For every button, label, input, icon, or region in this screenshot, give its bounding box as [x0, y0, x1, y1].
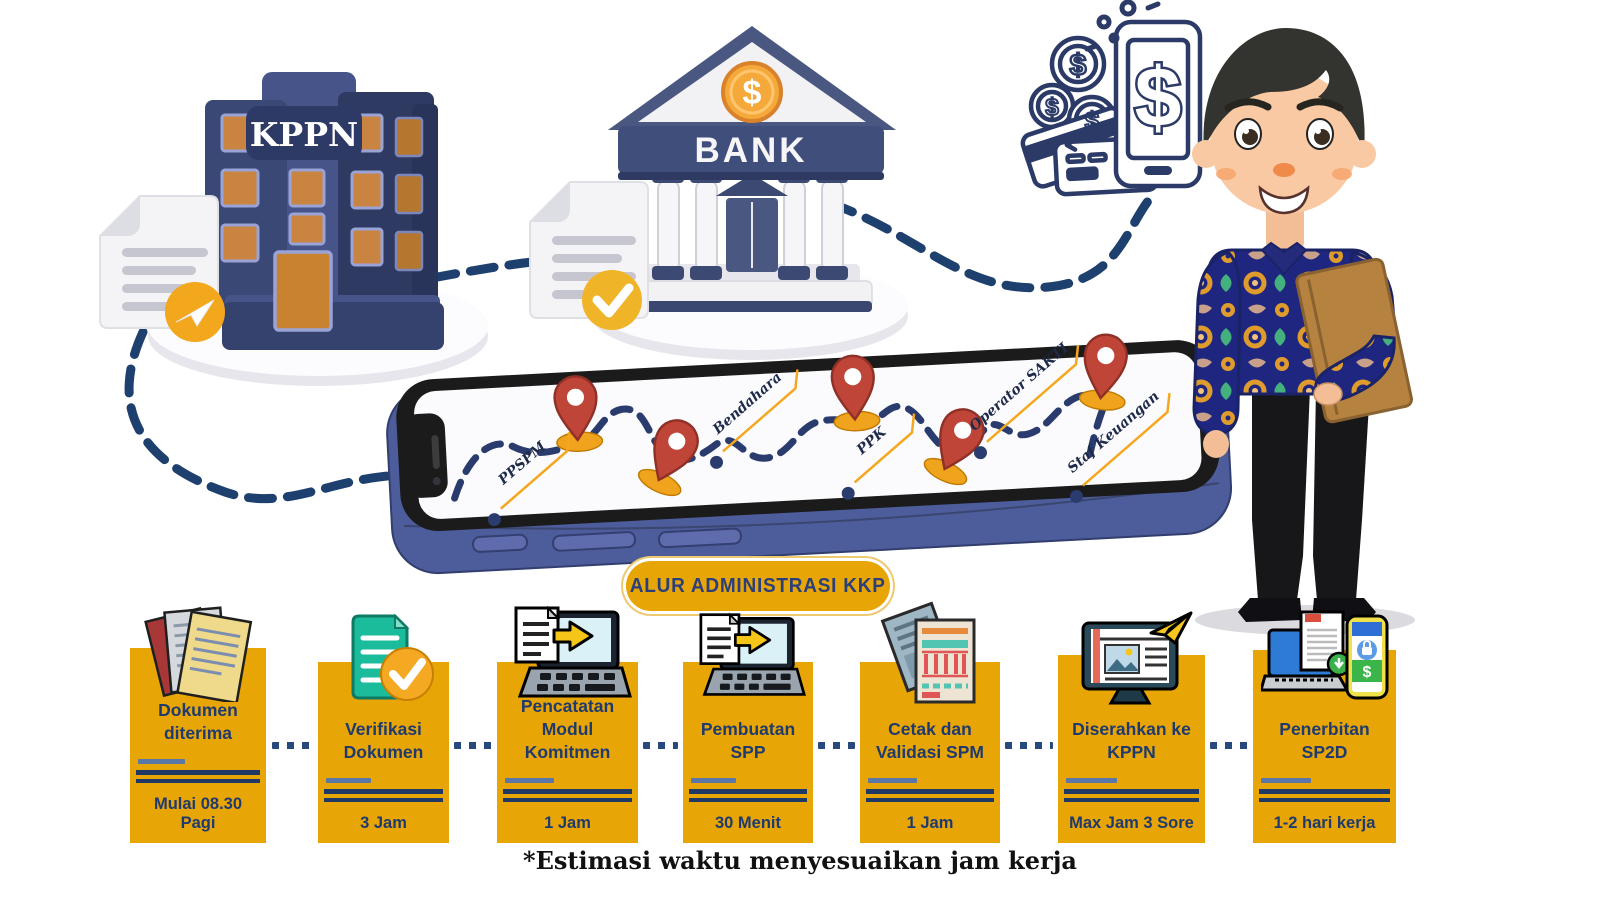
divider-line: [1064, 798, 1199, 802]
divider-line: [866, 798, 994, 802]
step-time: 30 Menit: [714, 814, 782, 832]
check-badge: [582, 270, 642, 330]
paper-plane-icon: [1149, 611, 1192, 645]
route-dashed-path: [451, 390, 1114, 502]
step-card-1: Dokumen diterima Mulai 08.30 Pagi: [130, 606, 266, 843]
step-time: 1 Jam: [906, 814, 954, 832]
divider-accent: [505, 778, 555, 783]
step-card-6: Diserahkan ke KPPN Max Jam 3 Sore: [1058, 611, 1205, 843]
phone-side-buttons: [471, 527, 742, 553]
step-time: Mulai 08.30 Pagi: [153, 795, 243, 832]
phone-notch: [402, 413, 448, 498]
kppn-building: KPPN: [205, 72, 444, 350]
coin-dollar-2: $: [1045, 94, 1059, 121]
step-title: Dokumen diterima: [158, 699, 238, 743]
divider-line: [689, 798, 807, 802]
coin-dollar-3: $: [1085, 106, 1100, 136]
divider-accent: [868, 778, 917, 783]
documents-stack-icon: [138, 602, 258, 707]
check-icon: [592, 283, 634, 318]
divider-line: [503, 798, 632, 802]
divider-line: [503, 789, 632, 794]
route-phone: PPSPM Bendahara PPK Operator SAKTI Staf …: [386, 331, 1233, 575]
divider-accent: [138, 759, 186, 764]
divider-line: [1064, 789, 1199, 794]
footer-note: *Estimasi waktu menyesuaikan jam kerja: [523, 846, 1077, 875]
bank-sign-label: BANK: [694, 131, 807, 170]
sparkle-burst: [1084, 0, 1161, 52]
divider-accent: [1261, 778, 1311, 783]
step-time: 1 Jam: [544, 814, 591, 832]
person-hair: [1203, 28, 1365, 152]
bank-coin-dollar: $: [743, 74, 762, 112]
step-connector: [1210, 742, 1248, 749]
divider-line: [689, 789, 807, 794]
kppn-signboard: [246, 106, 362, 160]
laptop-transfer-icon: [504, 605, 632, 715]
svg-text:$: $: [1362, 664, 1371, 681]
divider-line: [866, 789, 994, 794]
monitor-send-icon: [1067, 609, 1197, 718]
document-check-icon: [329, 610, 439, 715]
dollar-phone-icon: [1113, 19, 1203, 189]
step-time: Max Jam 3 Sore: [1069, 814, 1194, 832]
divider-line: [324, 798, 443, 802]
printed-forms-icon: [872, 600, 988, 715]
kppn-document-icon: [99, 195, 225, 342]
step-card-7: $ Penerbitan SP2D 1-2 hari kerja: [1253, 610, 1396, 843]
laptop-transfer-icon: [690, 612, 806, 713]
coin-dollar-1: $: [1070, 49, 1087, 82]
step-card-2: Verifikasi Dokumen 3 Jam: [318, 613, 449, 843]
bank-building: $ BANK: [608, 26, 896, 312]
laptop-phone-money-icon: $: [1258, 606, 1389, 711]
dashed-path-kppn-to-bank: [427, 257, 537, 283]
step-card-3: Pencatatan Modul Komitmen 1 Jam: [497, 605, 638, 843]
phone-screen: [414, 352, 1202, 519]
step-connector: [643, 742, 678, 749]
step-card-5: Cetak dan Validasi SPM 1 Jam: [860, 601, 1000, 843]
divider-accent: [691, 778, 736, 783]
step-time: 3 Jam: [360, 814, 407, 832]
divider-accent: [326, 778, 372, 783]
step-connector: [454, 742, 492, 749]
divider-accent: [1066, 778, 1118, 783]
step-title: Verifikasi Dokumen: [343, 718, 424, 762]
step-time: 1-2 hari kerja: [1273, 814, 1376, 832]
step-title: Penerbitan SP2D: [1279, 718, 1370, 762]
divider-line: [136, 770, 260, 775]
step-card-4: Pembuatan SPP 30 Menit: [683, 612, 813, 843]
step-title: Cetak dan Validasi SPM: [876, 718, 984, 762]
paper-plane-icon: [175, 299, 215, 327]
divider-line: [136, 779, 260, 783]
divider-line: [1259, 789, 1390, 794]
step-title: Pembuatan SPP: [700, 718, 796, 762]
phone-dollar-symbol: $: [1135, 50, 1182, 144]
dashed-path-bank-to-money: [825, 191, 1157, 293]
bank-document-icon: [529, 181, 649, 330]
digital-money-icon: [1020, 0, 1203, 197]
divider-line: [324, 789, 443, 794]
step-title: Diserahkan ke KPPN: [1072, 718, 1191, 762]
batik-person: [1192, 28, 1415, 635]
divider-line: [1259, 798, 1390, 802]
dashed-path-kppn-to-phone: [124, 327, 451, 504]
person-left-arm: [1192, 250, 1242, 436]
step-connector: [818, 742, 855, 749]
title-badge: ALUR ADMINISTRASI KKP: [626, 561, 890, 611]
step-connector: [272, 742, 314, 749]
step-connector: [1005, 742, 1053, 749]
step-title: Pencatatan Modul Komitmen: [520, 695, 615, 762]
kppn-door: [273, 250, 333, 332]
title-badge-label: ALUR ADMINISTRASI KKP: [630, 574, 886, 597]
kppn-sign-label: KPPN: [250, 115, 358, 154]
